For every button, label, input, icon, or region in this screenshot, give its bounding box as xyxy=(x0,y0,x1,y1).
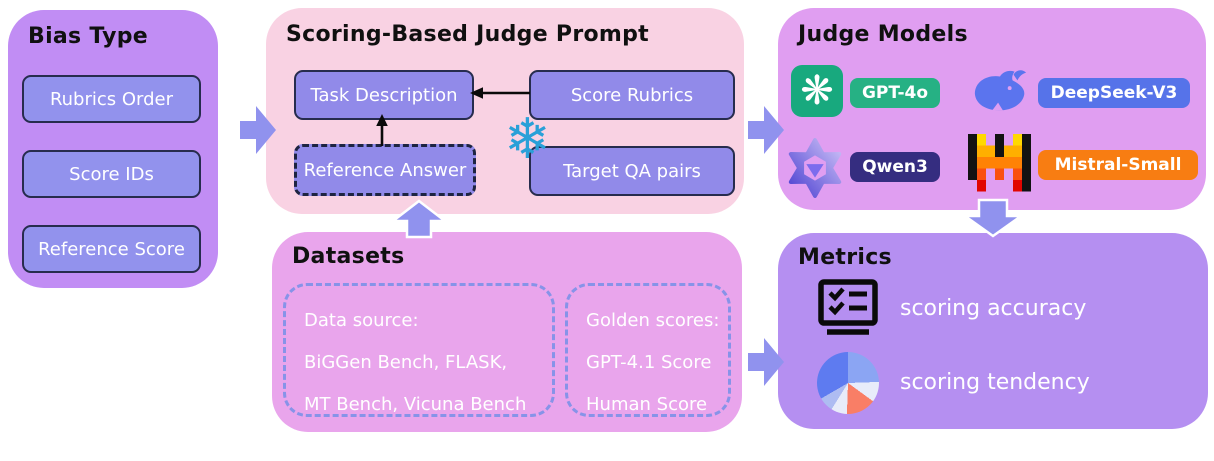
data-source-box: Data source: BiGGen Bench, FLASK, MT Ben… xyxy=(283,283,555,417)
reference-answer-label: Reference Answer xyxy=(303,159,467,181)
model-pill-deepseek-v3: DeepSeek-V3 xyxy=(1038,78,1190,108)
target-qa-pairs-node: Target QA pairs xyxy=(529,146,735,196)
arrow-bias-to-prompt-icon xyxy=(240,106,276,154)
judge-prompt-title: Scoring-Based Judge Prompt xyxy=(286,22,649,47)
model-pill-gpt-4o: GPT-4o xyxy=(850,78,940,108)
target-qa-pairs-label: Target QA pairs xyxy=(563,160,701,182)
mistral-logo-icon xyxy=(968,134,1031,192)
model-label: Mistral-Small xyxy=(1054,155,1182,175)
openai-logo-icon: ❋ xyxy=(791,65,843,117)
metrics-title: Metrics xyxy=(798,245,892,270)
arrow-models-to-metrics-icon xyxy=(963,198,1023,238)
arrow-score-rubrics-to-task-icon xyxy=(470,87,530,99)
bias-type-panel: Bias Type Rubrics Order Score IDs Refere… xyxy=(8,10,218,288)
datasets-panel: Datasets Data source: BiGGen Bench, FLAS… xyxy=(272,232,742,432)
deepseek-whale-icon xyxy=(974,70,1027,111)
datasets-title: Datasets xyxy=(292,244,405,269)
data-source-line: MT Bench, Vicuna Bench xyxy=(304,394,527,415)
arrow-datasets-to-prompt-icon xyxy=(391,199,447,239)
arrow-datasets-to-metrics-icon xyxy=(748,338,784,386)
arrow-prompt-to-models-icon xyxy=(748,106,784,154)
data-source-line: BiGGen Bench, FLASK, xyxy=(304,352,508,373)
snowflake-icon: ❄ xyxy=(504,107,551,172)
score-rubrics-label: Score Rubrics xyxy=(570,84,694,106)
arrow-reference-answer-to-task-icon xyxy=(376,114,388,146)
model-pill-mistral-small: Mistral-Small xyxy=(1038,150,1198,180)
task-description-label: Task Description xyxy=(310,84,458,106)
data-source-heading: Data source: xyxy=(304,310,419,331)
model-pill-qwen3: Qwen3 xyxy=(850,152,940,182)
golden-scores-line: Human Score xyxy=(586,394,708,415)
pie-chart-icon xyxy=(817,352,879,414)
bias-node-label: Score IDs xyxy=(69,163,154,185)
model-label: DeepSeek-V3 xyxy=(1050,83,1178,103)
bias-node-reference-score: Reference Score xyxy=(22,225,201,273)
judge-models-title: Judge Models xyxy=(798,22,968,47)
model-label: GPT-4o xyxy=(861,83,929,103)
metric-scoring-accuracy-label: scoring accuracy xyxy=(900,296,1087,321)
reference-answer-node: Reference Answer xyxy=(294,144,476,196)
judge-models-panel: Judge Models ❋ GPT-4o DeepSeek-V3 xyxy=(778,8,1206,210)
bias-node-label: Reference Score xyxy=(38,238,185,260)
golden-scores-box: Golden scores: GPT-4.1 Score Human Score xyxy=(565,283,731,417)
bias-node-label: Rubrics Order xyxy=(49,88,174,110)
task-description-node: Task Description xyxy=(294,70,474,120)
metrics-panel: Metrics scoring accuracy scoring tendenc… xyxy=(778,233,1208,429)
bias-type-title: Bias Type xyxy=(28,24,149,49)
score-rubrics-node: Score Rubrics xyxy=(529,70,735,120)
golden-scores-line: GPT-4.1 Score xyxy=(586,352,712,373)
judge-prompt-panel: Scoring-Based Judge Prompt Task Descript… xyxy=(266,8,744,214)
openai-flower-glyph: ❋ xyxy=(800,68,834,114)
golden-scores-heading: Golden scores: xyxy=(586,310,720,331)
metric-scoring-tendency-label: scoring tendency xyxy=(900,370,1090,395)
checklist-icon xyxy=(818,279,878,335)
bias-node-score-ids: Score IDs xyxy=(22,150,201,198)
model-label: Qwen3 xyxy=(862,157,928,177)
bias-node-rubrics-order: Rubrics Order xyxy=(22,75,201,123)
qwen-logo-icon xyxy=(788,138,842,198)
